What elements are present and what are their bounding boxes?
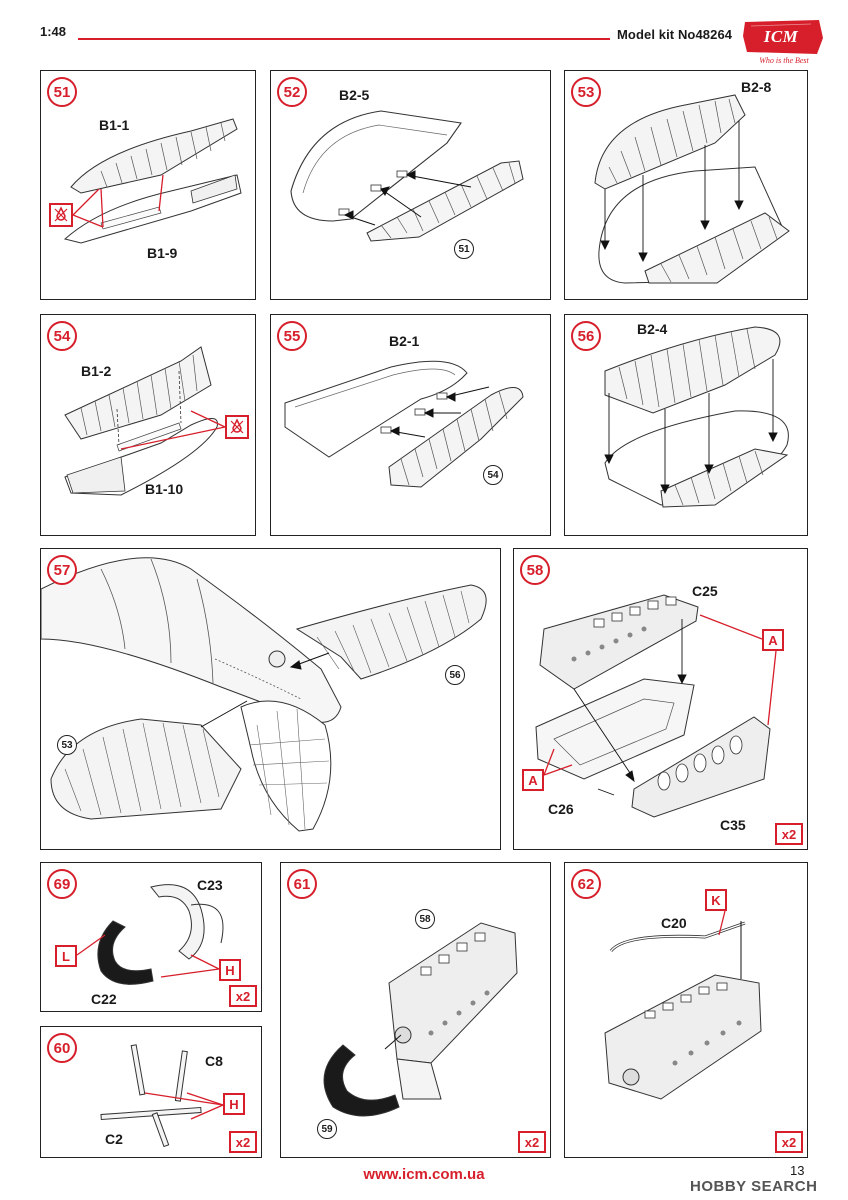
step-58-panel: 58 C25 C26 C35 A A x2 bbox=[513, 548, 808, 850]
step-number: 53 bbox=[571, 77, 601, 107]
reference-step: 58 bbox=[415, 909, 435, 929]
header-rule bbox=[78, 38, 610, 40]
part-label: B2-1 bbox=[389, 333, 420, 349]
part-label: C8 bbox=[205, 1053, 223, 1069]
multiplier-badge: x2 bbox=[518, 1131, 546, 1153]
step-number: 55 bbox=[277, 321, 307, 351]
scale-label: 1:48 bbox=[40, 24, 67, 39]
part-label: B1-1 bbox=[99, 117, 130, 133]
step-57-panel: 57 56 53 bbox=[40, 548, 501, 850]
logo-text: ICM bbox=[763, 27, 799, 46]
part-label: B2-4 bbox=[637, 321, 668, 337]
page-number: 13 bbox=[790, 1163, 805, 1178]
assembly-marker: A bbox=[762, 629, 784, 651]
part-label: B1-2 bbox=[81, 363, 112, 379]
step-number: 58 bbox=[520, 555, 550, 585]
reference-step: 56 bbox=[445, 665, 465, 685]
assembly-marker: H bbox=[219, 959, 241, 981]
reference-step: 53 bbox=[57, 735, 77, 755]
reference-step: 51 bbox=[454, 239, 474, 259]
step-51-panel: 51 B1-1 B1-9 bbox=[40, 70, 256, 300]
step-61-panel: 61 58 59 x2 bbox=[280, 862, 551, 1158]
step-55-panel: 55 B2-1 54 bbox=[270, 314, 551, 536]
glue-icon bbox=[49, 203, 73, 227]
assembly-marker: A bbox=[522, 769, 544, 791]
step-number: 61 bbox=[287, 869, 317, 899]
step-69-panel: 69 C23 C22 L H x2 bbox=[40, 862, 262, 1012]
part-label: C26 bbox=[548, 801, 574, 817]
assembly-marker: L bbox=[55, 945, 77, 967]
glue-icon bbox=[225, 415, 249, 439]
step-56-panel: 56 B2-4 bbox=[564, 314, 808, 536]
part-label: B2-5 bbox=[339, 87, 370, 103]
step-number: 51 bbox=[47, 77, 77, 107]
part-label: C23 bbox=[197, 877, 223, 893]
step-number: 60 bbox=[47, 1033, 77, 1063]
step-52-panel: 52 B2-5 51 bbox=[270, 70, 551, 300]
step-62-panel: 62 C20 K x2 bbox=[564, 862, 808, 1158]
multiplier-badge: x2 bbox=[775, 823, 803, 845]
icm-logo: ICM Who is the Best bbox=[741, 18, 827, 66]
step-number: 57 bbox=[47, 555, 77, 585]
kit-number: Model kit No48264 bbox=[617, 27, 733, 42]
part-label: C35 bbox=[720, 817, 746, 833]
step-number: 56 bbox=[571, 321, 601, 351]
step-number: 54 bbox=[47, 321, 77, 351]
step-number: 52 bbox=[277, 77, 307, 107]
step-53-panel: 53 B2-8 bbox=[564, 70, 808, 300]
step-54-panel: 54 B1-2 B1-10 bbox=[40, 314, 256, 536]
multiplier-badge: x2 bbox=[775, 1131, 803, 1153]
step-number: 62 bbox=[571, 869, 601, 899]
part-label: B1-10 bbox=[145, 481, 184, 497]
part-label: C25 bbox=[692, 583, 718, 599]
step-number: 69 bbox=[47, 869, 77, 899]
reference-step: 59 bbox=[317, 1119, 337, 1139]
reference-step: 54 bbox=[483, 465, 503, 485]
multiplier-badge: x2 bbox=[229, 985, 257, 1007]
multiplier-badge: x2 bbox=[229, 1131, 257, 1153]
step-60-panel: 60 C8 C2 H x2 bbox=[40, 1026, 262, 1158]
logo-tagline: Who is the Best bbox=[759, 56, 809, 65]
part-label: C20 bbox=[661, 915, 687, 931]
assembly-marker: H bbox=[223, 1093, 245, 1115]
part-label: C22 bbox=[91, 991, 117, 1007]
part-label: B1-9 bbox=[147, 245, 178, 261]
footer-url[interactable]: www.icm.com.ua bbox=[363, 1166, 485, 1183]
assembly-marker: K bbox=[705, 889, 727, 911]
part-label: C2 bbox=[105, 1131, 123, 1147]
part-label: B2-8 bbox=[741, 79, 772, 95]
watermark: HOBBY SEARCH bbox=[690, 1178, 818, 1195]
